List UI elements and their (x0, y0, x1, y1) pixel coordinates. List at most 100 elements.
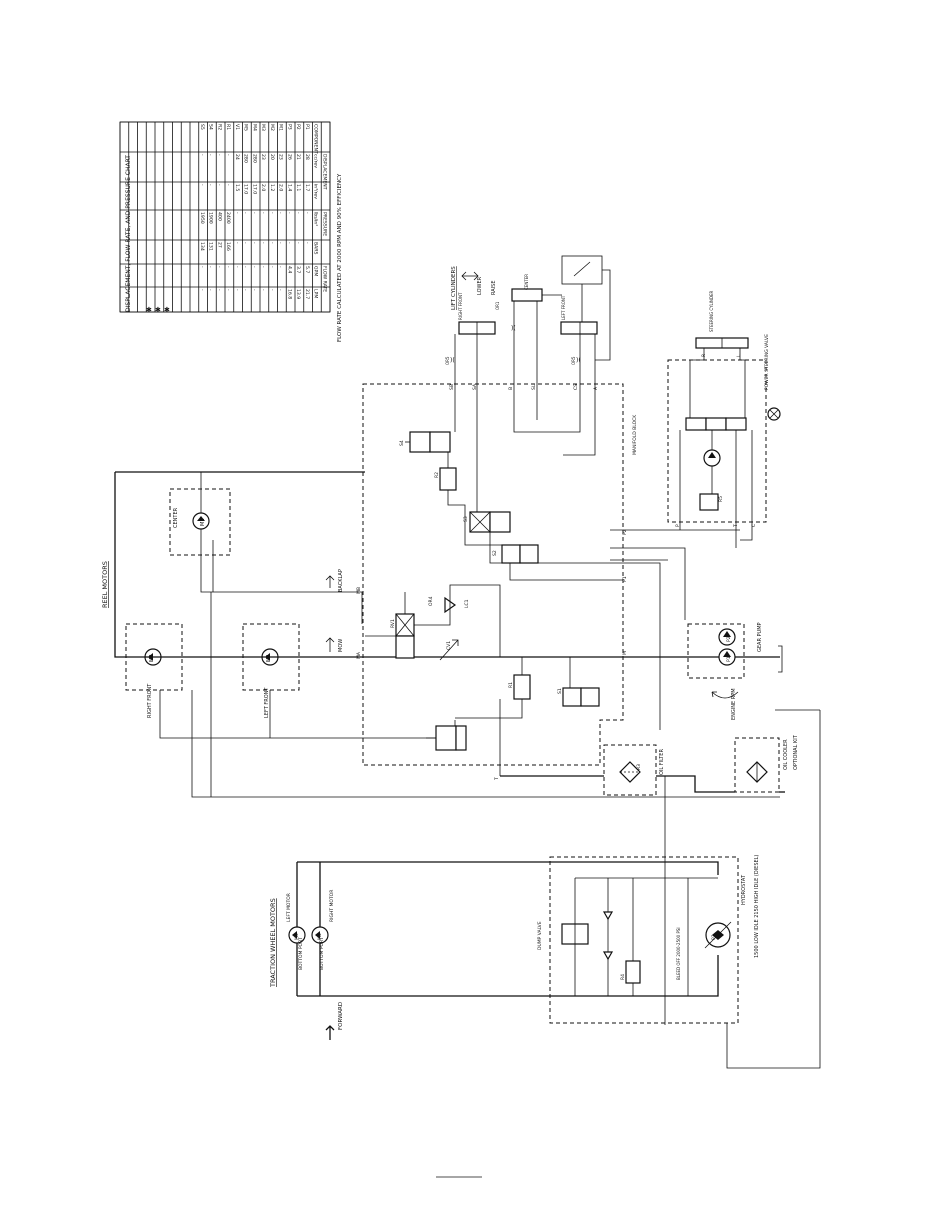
chart-cell: 28 (304, 154, 310, 160)
m2-label: M2 (266, 655, 272, 663)
port-p1: P1 (622, 576, 628, 582)
lift-lines (454, 269, 611, 384)
gear-pump-box (687, 623, 745, 679)
chart-cell: P1 (304, 124, 310, 130)
s2-label: S2 (492, 550, 498, 556)
chart-cell: 24 (234, 154, 240, 160)
chart-cell: M5 (243, 124, 249, 131)
chart-cell: 23 (260, 154, 266, 160)
p2-label: P2 (726, 636, 732, 642)
chart-cell: 21 (295, 154, 301, 160)
rotation-arrow (711, 691, 739, 699)
chart-cell: M4 (251, 124, 257, 131)
chart-cell: - (225, 184, 230, 186)
chart-cell: - (208, 184, 213, 186)
mow-label: MOW (338, 639, 344, 652)
forward-arrow (325, 1025, 335, 1040)
chart-cell: 3.7 (295, 266, 301, 273)
chart-cell: - (234, 242, 239, 244)
chart-header-cell: COMPONENT (313, 124, 319, 154)
chart-cell: - (260, 242, 265, 244)
svg-text:)(: )( (450, 357, 455, 364)
chart-cell: - (251, 289, 256, 291)
backlap-label: BACKLAP (338, 569, 344, 592)
port-a: A (593, 386, 599, 390)
cylinder-check-valve (561, 255, 603, 285)
dump-valve (561, 923, 589, 945)
svg-text:✱: ✱ (164, 306, 170, 314)
chart-cell: - (286, 212, 291, 214)
port-ma: MA (356, 651, 362, 659)
chart-cell: 4.4 (286, 266, 292, 273)
chart-cell: - (234, 212, 239, 214)
m4-label: M4 (317, 933, 323, 940)
chart-cell: - (225, 266, 230, 268)
relief-r5 (699, 493, 719, 511)
port-l: L (736, 354, 742, 357)
hydrostat-pump-p3 (704, 921, 732, 949)
chart-cell: - (251, 266, 256, 268)
port-sa: SA (472, 383, 478, 390)
chart-cell: 280 (243, 154, 249, 163)
steering-valve (685, 417, 747, 431)
chart-note: FLOW RATE CALCULATED AT 2000 RPM AND 90%… (337, 173, 343, 342)
or4-label: OR4 (428, 596, 434, 606)
left-front-label: LEFT FRONT (264, 687, 270, 718)
hydrostat-internal-lines (574, 877, 718, 996)
reel-motors-title: REEL MOTORS (101, 561, 109, 608)
chart-cell: - (225, 289, 230, 291)
chart-cell: - (199, 266, 204, 268)
chart-group-header: FLOW RATE (321, 266, 327, 292)
m1-label: M1 (200, 519, 206, 527)
port-b: B (508, 387, 514, 390)
valve-s3 (469, 511, 511, 533)
power-steering-label: POWER STEERING VALVE (764, 334, 770, 390)
port-ps-p: P (675, 524, 681, 527)
chart-cell: 280 (251, 154, 257, 163)
power-steering-box (667, 359, 767, 523)
or1-label: OR1 (495, 301, 500, 310)
lower-label: LOWER (477, 276, 483, 295)
svg-text:✱: ✱ (146, 306, 152, 314)
chart-cell: 1.2 (269, 184, 275, 191)
bleed-label: BLEED OFF 2000-2500 PSI (676, 927, 681, 980)
chart-cell: P2 (295, 124, 301, 130)
traction-title: TRACTION WHEEL MOTORS (269, 898, 277, 988)
cv1-label: CV1 (446, 641, 452, 650)
chart-cell: - (304, 242, 309, 244)
chart-cell: 5.7 (304, 266, 310, 273)
s3-label: S3 (463, 516, 469, 522)
chart-cell: 1900 (208, 212, 214, 224)
mow-arrow (325, 637, 335, 652)
chart-cell: 17.0 (243, 184, 249, 194)
chart-header-cell: BARS (313, 242, 319, 254)
lift-cylinder-right-front (458, 321, 496, 335)
chart-cell: S4 (208, 124, 214, 130)
chart-header-cell: cc/rev (313, 154, 319, 168)
chart-cell: - (278, 212, 283, 214)
manifold-block-outline (362, 383, 624, 766)
chart-cell: - (269, 266, 274, 268)
chart-cell: 27 (216, 242, 222, 248)
steering-wheel-icon (767, 407, 781, 421)
steering-lines (679, 348, 753, 548)
valve-s1 (562, 687, 600, 707)
port-mb: MB (356, 587, 362, 594)
chart-cell: - (260, 212, 265, 214)
chart-cell: P3 (286, 124, 292, 130)
chart-cell: 1.1 (295, 184, 301, 191)
s4-label: S4 (399, 440, 405, 446)
backlap-arrow (325, 575, 335, 588)
manifold-lines (365, 384, 740, 776)
raise-label: RAISE (491, 281, 497, 296)
chart-group-header: DISPLACEMENT (321, 154, 327, 190)
chart-cell: - (208, 266, 213, 268)
chart-cell: 1950 (199, 212, 205, 224)
chart-title-label: DISPLACEMENT, FLOW RATE, AND PRESSURE CH… (125, 155, 132, 312)
center-label: CENTER (173, 507, 179, 528)
chart-cell: - (278, 242, 283, 244)
r4-label: R4 (620, 974, 626, 980)
port-m: M (622, 651, 628, 655)
port-ps-c: C (751, 524, 757, 527)
chart-cell: - (269, 212, 274, 214)
